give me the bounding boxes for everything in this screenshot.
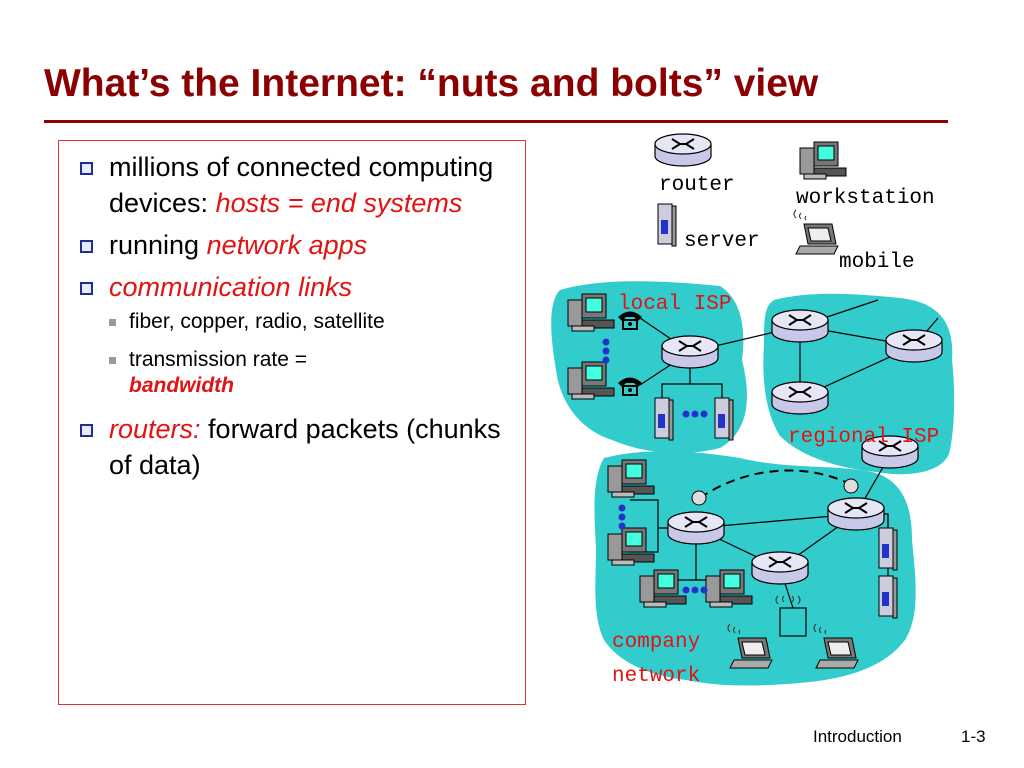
title-underline: [44, 120, 948, 123]
company-network-label-line2: network: [612, 665, 700, 688]
regional-isp-label: regional ISP: [788, 426, 939, 449]
company-server: [878, 527, 898, 571]
legend-workstation-icon: [799, 141, 847, 180]
communication-links-emphasis: communication links: [109, 272, 353, 302]
bullet-routers: routers: forward packets (chunks of data…: [71, 411, 521, 483]
dial-up-link: [699, 469, 851, 499]
hosts-text: millions of connected computing devices:: [109, 152, 494, 218]
slide-title: What’s the Internet: “nuts and bolts” vi…: [44, 62, 819, 105]
legend: router workstation server mobile: [654, 133, 935, 274]
local-isp-server: [654, 397, 674, 441]
small-square-bullet-icon: [109, 357, 116, 364]
regional-isp-router: [885, 329, 943, 363]
company-router: [827, 497, 885, 531]
square-bullet-icon: [80, 424, 93, 437]
bullet-text-box: millions of connected computing devices:…: [58, 140, 526, 705]
small-square-bullet-icon: [109, 319, 116, 326]
legend-mobile-icon: [793, 209, 839, 255]
sub-bullet-list: fiber, copper, radio, satellite transmis…: [109, 309, 521, 399]
company-router: [667, 511, 725, 545]
sub-bullet-bandwidth: transmission rate = bandwidth: [109, 347, 521, 399]
routers-emphasis: routers:: [109, 414, 201, 444]
bullet-network-apps: running network apps: [71, 227, 521, 263]
square-bullet-icon: [80, 240, 93, 253]
wireless-icon: [775, 595, 801, 605]
local-isp-label: local ISP: [618, 293, 731, 316]
company-router: [751, 551, 809, 585]
company-network-label-line1: company: [612, 631, 700, 654]
footer-page-number: 1-3: [961, 727, 986, 746]
bandwidth-emphasis: bandwidth: [129, 374, 234, 397]
modem-icon: [691, 490, 707, 506]
square-bullet-icon: [80, 162, 93, 175]
legend-workstation-label: workstation: [796, 187, 935, 210]
regional-isp-router: [771, 381, 829, 415]
routers-text: forward packets (chunks of data): [109, 414, 501, 480]
local-isp-server: [714, 397, 734, 441]
bullet-communication-links: communication links fiber, copper, radio…: [71, 269, 521, 399]
legend-router-icon: [654, 133, 712, 167]
footer-section: Introduction: [813, 727, 902, 746]
network-apps-emphasis: network apps: [206, 230, 368, 260]
legend-mobile-label: mobile: [839, 251, 915, 274]
network-apps-text: running: [109, 230, 207, 260]
legend-server-label: server: [684, 230, 760, 253]
sub-bullet-media: fiber, copper, radio, satellite: [109, 309, 521, 335]
modem-icon: [843, 478, 859, 494]
hosts-emphasis: hosts = end systems: [215, 188, 463, 218]
local-isp-router: [661, 335, 719, 369]
legend-server-icon: [657, 203, 677, 247]
media-text: fiber, copper, radio, satellite: [129, 310, 385, 333]
transmission-rate-text: transmission rate =: [129, 348, 307, 371]
square-bullet-icon: [80, 282, 93, 295]
regional-isp-router: [771, 309, 829, 343]
legend-router-label: router: [659, 174, 735, 197]
bullet-hosts: millions of connected computing devices:…: [71, 149, 521, 221]
ellipsis-dots: [602, 338, 708, 594]
bullet-list: millions of connected computing devices:…: [71, 149, 521, 489]
company-server: [878, 575, 898, 619]
